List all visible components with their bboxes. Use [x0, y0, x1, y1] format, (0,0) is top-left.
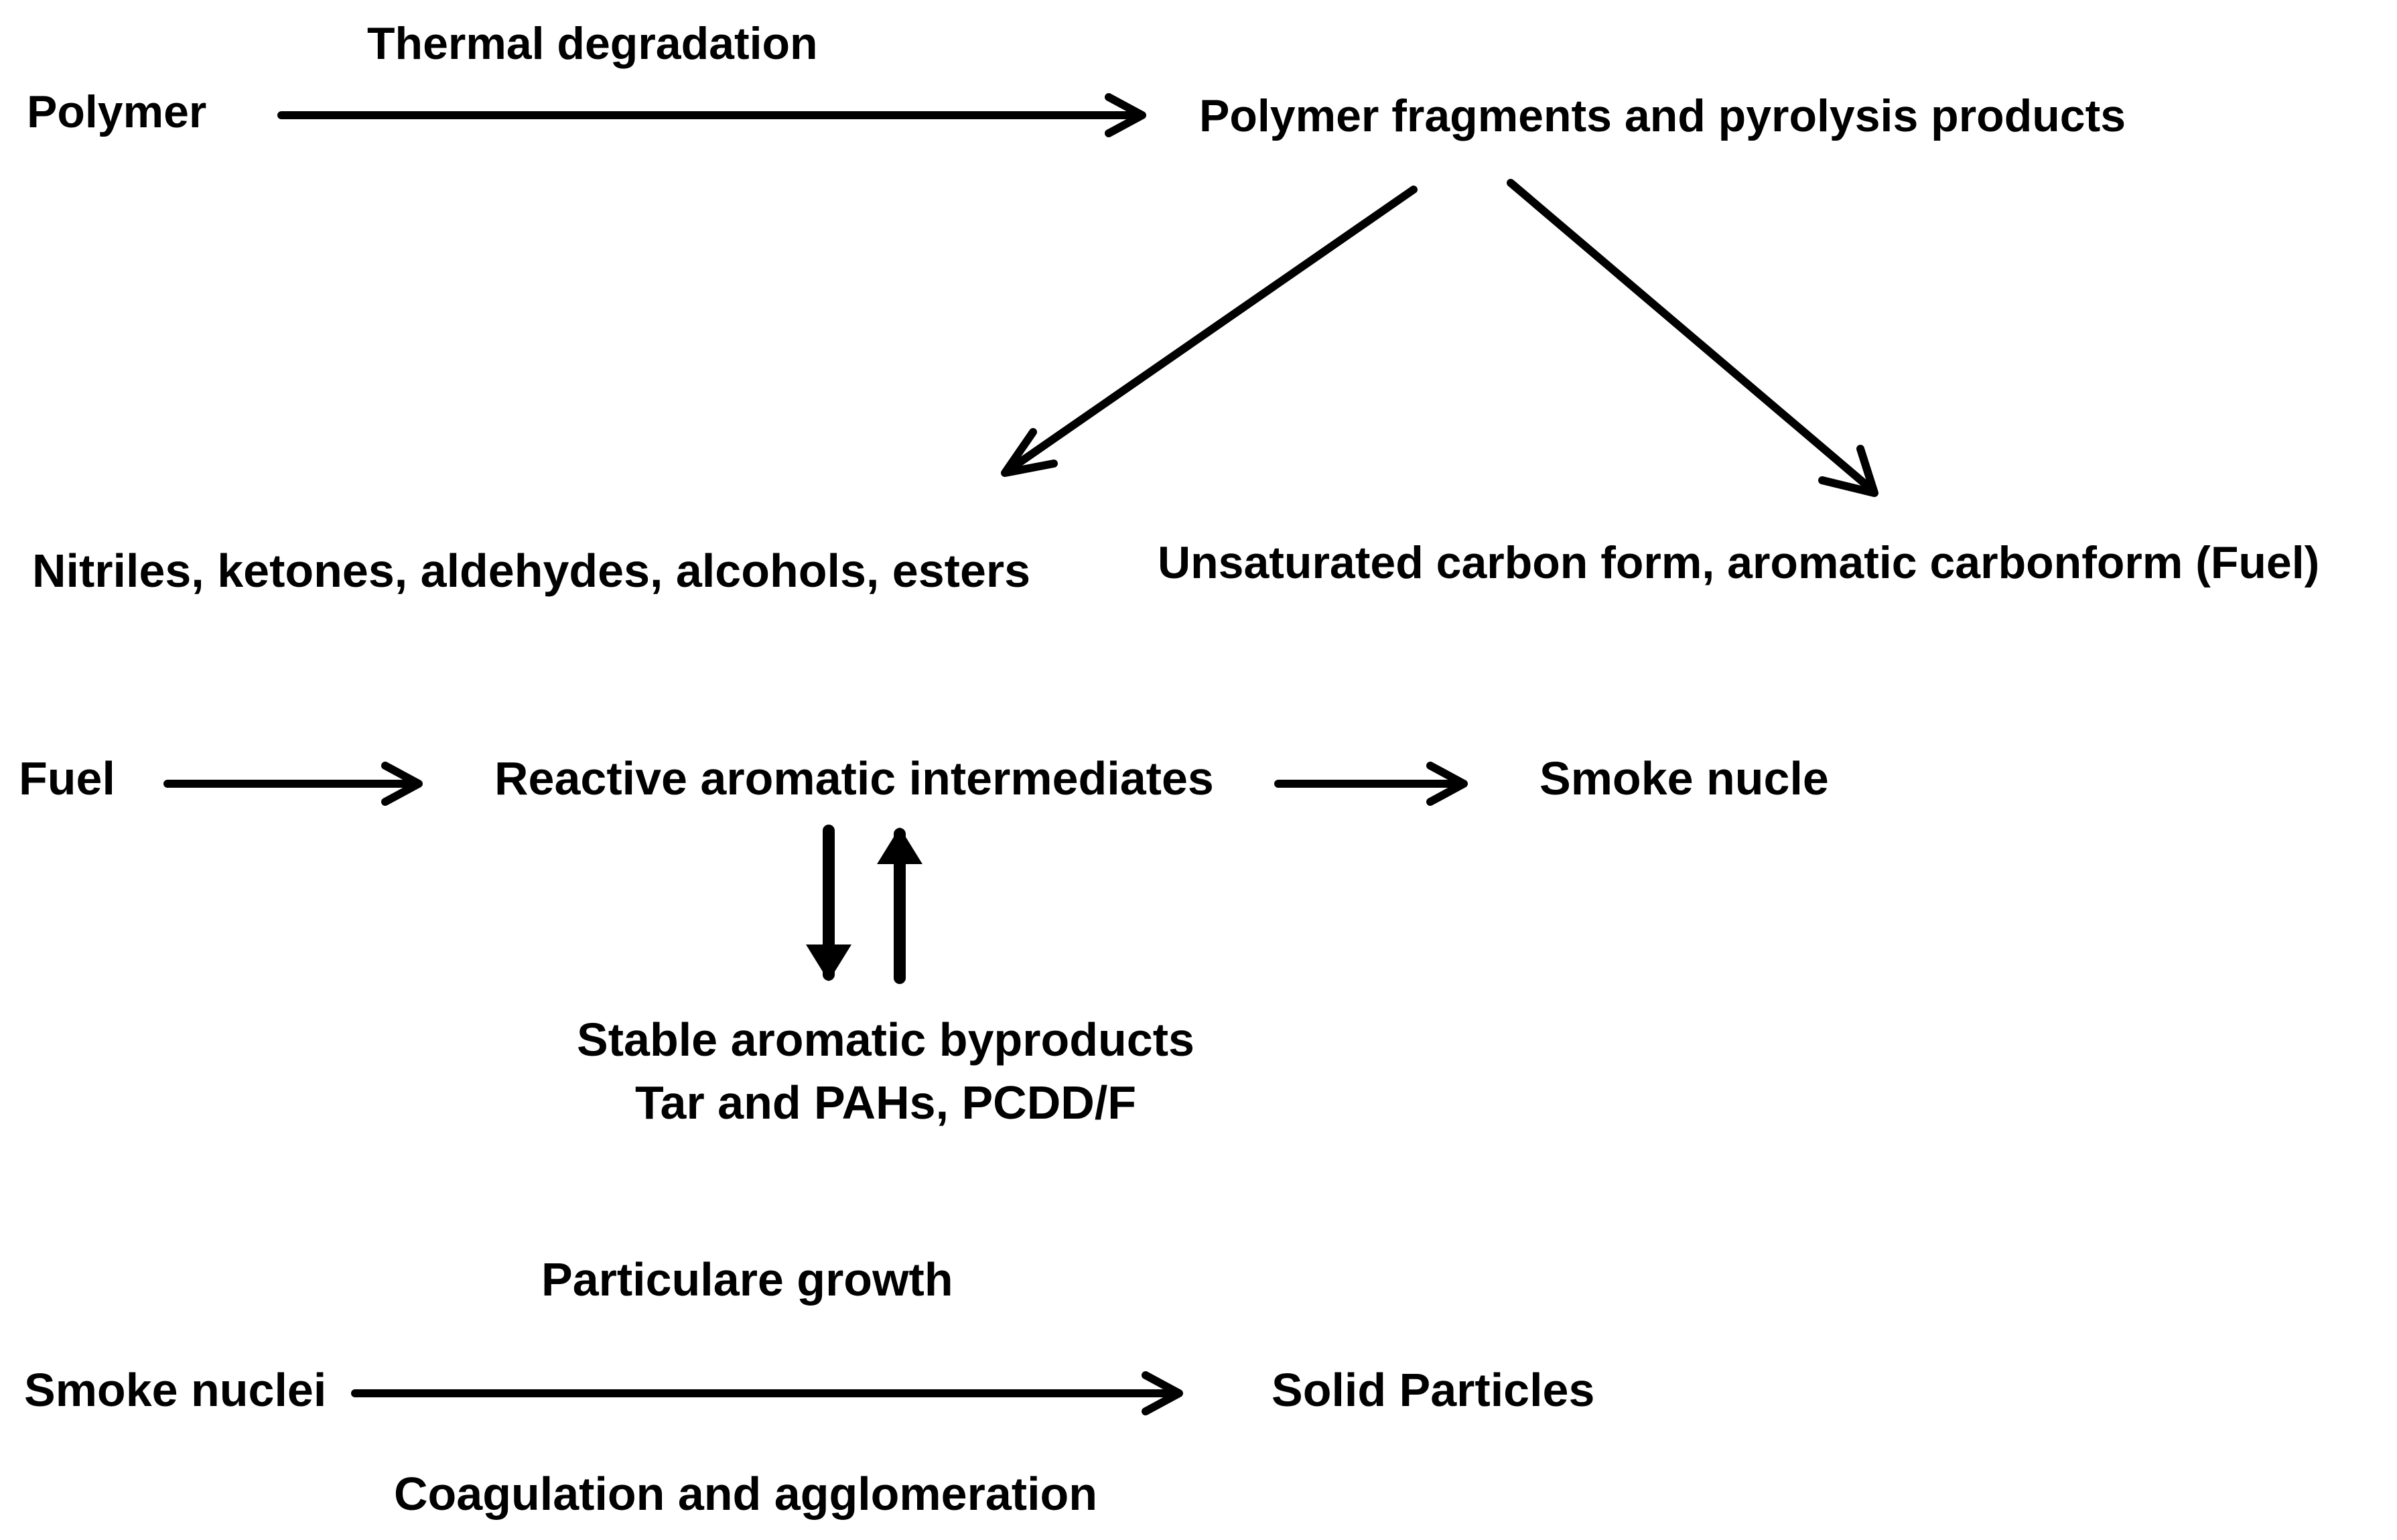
arrowhead-down [806, 944, 851, 981]
arrow-particle-growth [351, 1371, 1183, 1415]
label-fuel-products: Unsaturated carbon form, aromatic carbon… [1158, 537, 2320, 588]
label-polymer-fragments: Polymer fragments and pyrolysis products [1199, 90, 2126, 141]
arrow-to-fuel [1507, 179, 1878, 497]
label-stable-byproducts: Stable aromatic byproducts [577, 1013, 1194, 1066]
arrowhead-up [877, 827, 922, 864]
label-particle-growth: Particulare growth [541, 1253, 953, 1306]
label-smoke-nucle: Smoke nucle [1539, 752, 1829, 804]
arrow-fuel-to-intermediates [163, 762, 423, 806]
label-fuel: Fuel [19, 752, 115, 804]
label-coagulation: Coagulation and agglomeration [394, 1468, 1098, 1520]
label-smoke-nuclei: Smoke nuclei [24, 1364, 327, 1416]
arrow-intermediates-to-smoke-nucle [1274, 762, 1468, 806]
label-solid-particles: Solid Particles [1272, 1364, 1595, 1416]
arrow-to-oxygenated-products [1001, 186, 1418, 477]
label-oxygenated-products: Nitriles, ketones, aldehydes, alcohols, … [32, 545, 1031, 597]
arrow-thermal-degradation [277, 93, 1146, 137]
label-tar-pahs: Tar and PAHs, PCDD/F [634, 1076, 1137, 1129]
label-reactive-intermediates: Reactive aromatic intermediates [494, 752, 1214, 804]
label-polymer: Polymer [27, 86, 207, 137]
label-thermal-degradation: Thermal degradation [367, 18, 818, 69]
